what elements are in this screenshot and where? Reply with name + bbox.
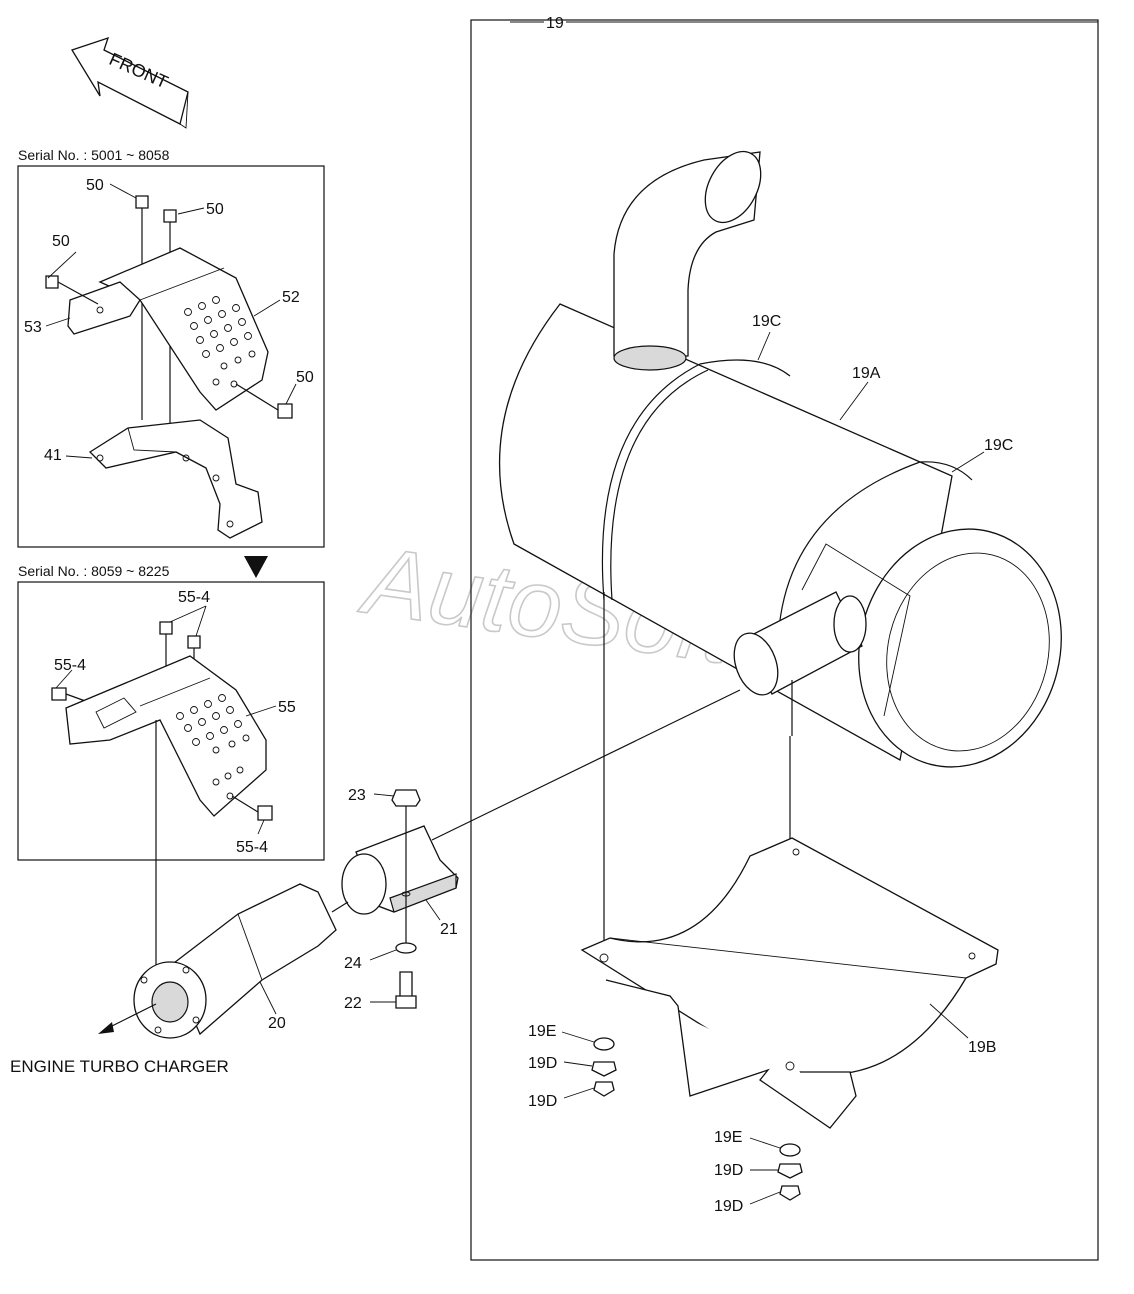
- callout-53: 53: [24, 319, 42, 336]
- hardware-19d-19e-right: [777, 1143, 803, 1201]
- serial-label-bottom: Serial No. : 8059 ~ 8225: [18, 563, 170, 579]
- callout-22: 22: [344, 995, 362, 1012]
- callout-19c-top: 19C: [752, 313, 781, 330]
- callout-19d-right-1: 19D: [714, 1162, 743, 1179]
- callout-19a: 19A: [852, 365, 881, 382]
- engine-turbo-charger-label: ENGINE TURBO CHARGER: [10, 1057, 229, 1076]
- callout-55-4-top: 55-4: [178, 589, 210, 606]
- leader-lines: [45, 21, 1098, 1205]
- callout-19d-left-1: 19D: [528, 1055, 557, 1072]
- callout-19d-right-2: 19D: [714, 1198, 743, 1215]
- callout-55: 55: [278, 699, 296, 716]
- serial-label-top: Serial No. : 5001 ~ 8058: [18, 147, 170, 163]
- bracket-assembly-top: [45, 195, 293, 539]
- callout-50-a: 50: [86, 177, 104, 194]
- callout-19: 19: [546, 15, 564, 32]
- callout-19d-left-2: 19D: [528, 1093, 557, 1110]
- callout-50-c: 50: [52, 233, 70, 250]
- callout-55-4-left: 55-4: [54, 657, 86, 674]
- muffler-assembly-frame: [470, 19, 1099, 1261]
- callout-41: 41: [44, 447, 62, 464]
- callout-19e-right: 19E: [714, 1129, 742, 1146]
- front-arrow-icon: FRONT: [71, 36, 189, 129]
- callout-20: 20: [268, 1015, 286, 1032]
- bracket-assembly-bottom: [51, 621, 273, 821]
- clamp-21: [341, 789, 459, 1009]
- muffler-19a: [498, 150, 1062, 768]
- hardware-19d-19e-left: [591, 1037, 617, 1097]
- callout-50-d: 50: [296, 369, 314, 386]
- callout-19b: 19B: [968, 1039, 996, 1056]
- down-triangle-icon: [244, 556, 268, 578]
- callout-52: 52: [282, 289, 300, 306]
- callout-21: 21: [440, 921, 458, 938]
- callout-55-4-bottom: 55-4: [236, 839, 268, 856]
- callout-23: 23: [348, 787, 366, 804]
- serial-box-bottom: [17, 581, 325, 861]
- serial-box-top: [17, 165, 325, 548]
- callout-19c-right: 19C: [984, 437, 1013, 454]
- exhaust-pipe-20: [98, 883, 337, 1039]
- mount-bracket-19b: [580, 837, 999, 1129]
- callout-19e-left: 19E: [528, 1023, 556, 1040]
- callout-50-b: 50: [206, 201, 224, 218]
- callouts: 19 19C 19A 19C 19E 19D 19D 19B 19E 19D 1…: [24, 15, 1013, 1215]
- callout-24: 24: [344, 955, 362, 972]
